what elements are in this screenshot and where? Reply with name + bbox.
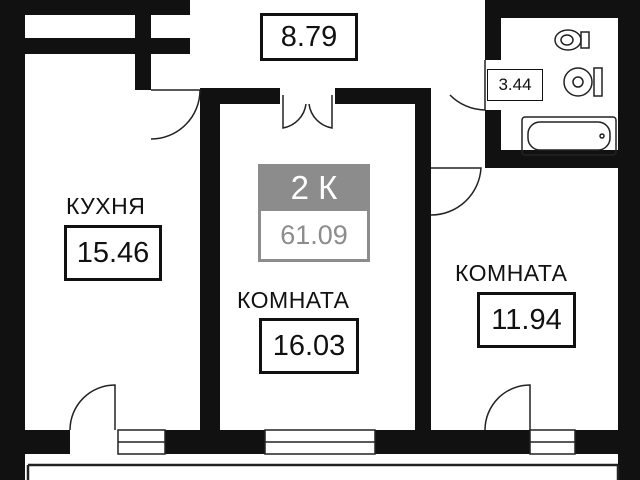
room-right-area: 11.94	[477, 292, 576, 348]
kitchen-area: 15.46	[64, 225, 162, 281]
window-top-kitchen	[30, 18, 132, 36]
apartment-type: 2 К	[258, 164, 370, 211]
wall-center-left	[200, 88, 220, 430]
bathroom-fixtures	[521, 29, 617, 156]
wall-top-left-lower	[0, 38, 190, 54]
wall-right	[618, 0, 640, 480]
wall-bath-left	[485, 0, 501, 60]
wall-bottom-right	[575, 430, 640, 454]
door-center-right	[308, 95, 333, 129]
wall-bottom-mid-a	[165, 430, 265, 454]
bathroom-area: 3.44	[487, 69, 543, 101]
room-center-label: КОМНАТА	[237, 287, 350, 313]
wall-bottom-left	[0, 430, 70, 454]
door-loggia-right	[484, 384, 531, 431]
apartment-badge: 2 К 61.09	[258, 164, 370, 262]
kitchen-label: КУХНЯ	[66, 193, 146, 219]
door-kitchen	[150, 89, 201, 140]
room-center-area: 16.03	[259, 318, 359, 374]
windows-bottom	[117, 429, 576, 455]
hall-area: 8.79	[260, 13, 358, 61]
wall-left	[0, 0, 25, 480]
total-area: 61.09	[258, 211, 370, 262]
wall-center-right	[415, 88, 431, 430]
wall-top-right	[485, 0, 640, 18]
loggia	[26, 463, 620, 480]
room-right-label: КОМНАТА	[455, 260, 568, 286]
wall-center-top-b	[335, 88, 430, 104]
toilet-icon	[554, 29, 590, 51]
door-loggia-left	[69, 384, 116, 431]
doors	[69, 60, 531, 431]
sink-icon	[563, 67, 603, 97]
wall-bottom-mid-b	[375, 430, 530, 454]
wall-kitchen-corner	[135, 15, 151, 90]
door-room-right	[430, 167, 482, 216]
bathtub-icon	[521, 116, 617, 156]
wall-top-left	[0, 0, 190, 15]
door-bath	[449, 60, 486, 111]
door-center-left	[282, 95, 307, 129]
wall-bath-bottom	[485, 150, 640, 168]
wall-center-top-a	[200, 88, 280, 104]
